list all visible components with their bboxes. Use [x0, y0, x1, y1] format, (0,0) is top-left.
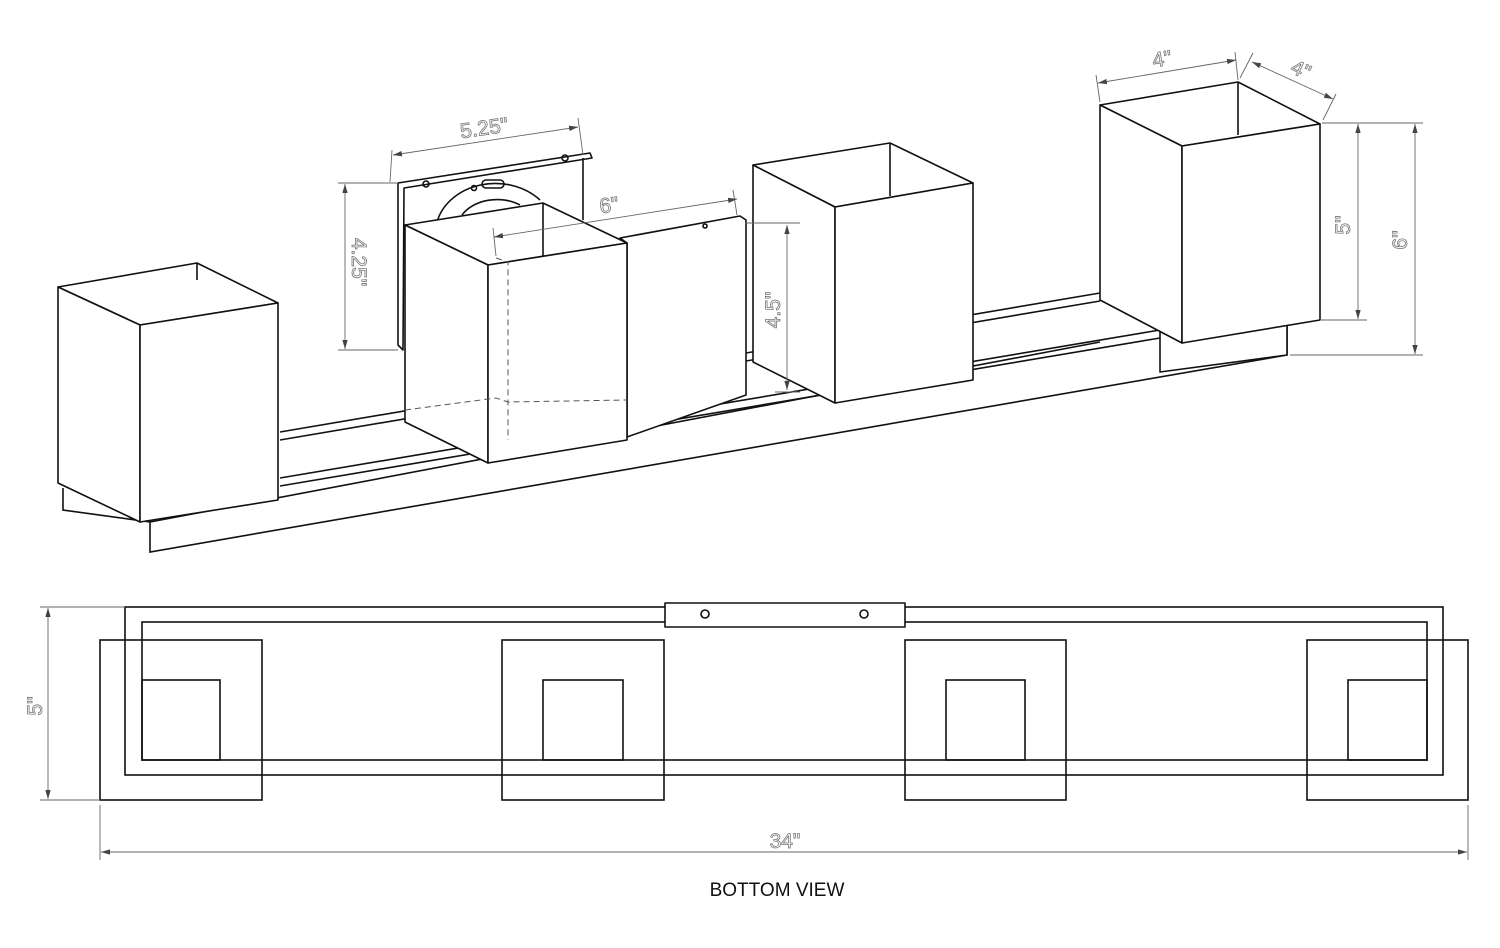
svg-text:6": 6"	[1389, 230, 1412, 249]
dimension-bottom-depth: 5"	[24, 606, 125, 801]
dimension-overall-height: 6"	[1290, 124, 1423, 356]
svg-text:4.5": 4.5"	[762, 292, 785, 329]
canopy	[619, 215, 747, 438]
svg-text:6": 6"	[598, 193, 620, 218]
svg-text:34": 34"	[770, 830, 801, 853]
screw-hole	[859, 609, 869, 619]
screw-hole	[700, 609, 710, 619]
dimension-shade-height: 5"	[1320, 122, 1423, 321]
svg-text:5": 5"	[1332, 215, 1355, 234]
dimension-canopy-height: 4.5"	[746, 222, 800, 393]
bottom-view-label: BOTTOM VIEW	[710, 880, 845, 901]
shade-3	[752, 142, 974, 404]
dimension-backplate-width: 5.25"	[389, 113, 584, 183]
shade-2	[404, 202, 628, 464]
shade-1	[57, 262, 279, 523]
dimension-canopy-length: 6"	[492, 189, 738, 257]
dimension-backplate-height: 4.25"	[338, 182, 398, 351]
bottom-view: 5" 34" BOTTOM VIEW	[24, 602, 1469, 901]
dimension-shade-width: 4"	[1095, 46, 1239, 103]
svg-text:5": 5"	[24, 696, 47, 715]
shade-squares	[99, 639, 1469, 801]
svg-text:4": 4"	[1151, 47, 1174, 73]
dimension-overall-length: 34"	[99, 805, 1469, 860]
bar-outline	[124, 606, 1444, 776]
svg-text:4.25": 4.25"	[347, 238, 370, 286]
shade-4	[1099, 81, 1321, 373]
isometric-view: 5.25" 4.25" 6" 4.5" 4"	[57, 46, 1423, 553]
mounting-tab	[664, 602, 906, 628]
